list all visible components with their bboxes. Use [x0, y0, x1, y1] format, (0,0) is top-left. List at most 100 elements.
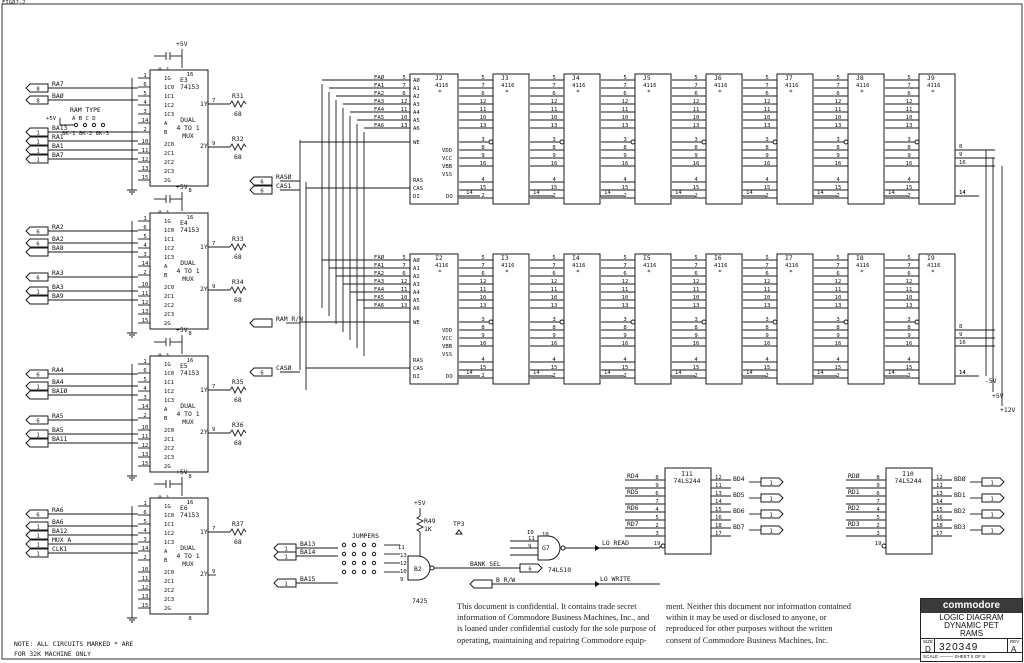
- pin-number: 11: [693, 107, 700, 113]
- pin-number: 12: [401, 99, 408, 105]
- pin-number: 7: [481, 83, 484, 89]
- pin-number: 3: [836, 137, 839, 143]
- pin-label: B: [164, 273, 168, 279]
- signal-name: BA4: [52, 378, 64, 386]
- pin-number: 7: [481, 263, 484, 269]
- pin-number: 13: [401, 303, 408, 309]
- pin-number: 3: [552, 137, 555, 143]
- signal-name: BA12: [52, 527, 68, 535]
- pin-number: 5: [907, 75, 910, 81]
- sheet-ref: 6: [36, 418, 39, 424]
- resistor-ref: R37: [232, 520, 244, 528]
- ram-body: [705, 253, 743, 385]
- pin-number: 8: [188, 331, 192, 337]
- pin-label: 2C0: [164, 570, 174, 576]
- pin-number: 7: [212, 98, 215, 104]
- pin-number: 5: [836, 255, 839, 261]
- output-port-: 6: [519, 563, 543, 573]
- pin-number: 13: [142, 594, 149, 600]
- pin-label: A5: [413, 298, 420, 304]
- pin-label: 2C0: [164, 142, 174, 148]
- data-in-label: RD7: [627, 520, 639, 528]
- sheet-connector: [981, 493, 1005, 503]
- chip-ref: I5: [643, 254, 651, 262]
- output-port-bd4: 1: [760, 477, 784, 487]
- sheet-connector: [981, 525, 1005, 535]
- sheet-connector: [25, 438, 49, 448]
- net-label: FA2: [374, 271, 384, 277]
- pin-number: 7: [836, 83, 839, 89]
- pin-number: 9: [481, 153, 484, 159]
- pin-number: 12: [622, 279, 629, 285]
- pin-label: 1C1: [164, 237, 174, 243]
- pin-number: 10: [142, 567, 149, 573]
- pin-number: 11: [142, 291, 149, 297]
- pin-number: 1: [143, 216, 146, 222]
- pin-number: 14: [959, 190, 966, 196]
- pin-label: 2G: [164, 464, 171, 470]
- pin-number: 12: [693, 279, 700, 285]
- pin-number: 9: [694, 153, 697, 159]
- pin-number: 12: [835, 99, 842, 105]
- pin-number: 13: [551, 123, 558, 129]
- inversion-bubble: [914, 139, 920, 145]
- pin-label: 1Y: [200, 100, 208, 108]
- pin-number: 15: [764, 185, 771, 191]
- pin-number: 5: [765, 255, 768, 261]
- chip-part: 4116: [435, 83, 448, 89]
- pin-number: 12: [401, 279, 408, 285]
- pin-number: 14: [888, 190, 895, 196]
- pin-number: 8: [836, 145, 840, 151]
- pin-number: 4: [907, 357, 911, 363]
- pin-label: A3: [413, 102, 420, 108]
- drawing-number: 320349: [939, 642, 979, 653]
- inversion-bubble: [772, 319, 778, 325]
- pin-number: 4: [765, 357, 769, 363]
- signal-name: BA13: [52, 124, 68, 132]
- pin-number: 11: [693, 287, 700, 293]
- signal-name: BA8: [52, 244, 64, 252]
- pin-label: VDD: [442, 328, 453, 334]
- pin-number: 7: [765, 263, 768, 269]
- pin-number: 5: [552, 75, 555, 81]
- pin-number: 6: [655, 491, 658, 497]
- data-in-label: RD4: [627, 472, 639, 480]
- pin-number: 8: [765, 145, 769, 151]
- signal-name: BA2: [52, 235, 64, 243]
- jumper-pin: [351, 542, 357, 548]
- pin-number: 6: [907, 271, 910, 277]
- pin-number: 12: [551, 99, 558, 105]
- pin-number: 4: [765, 177, 769, 183]
- chip-part: 4116: [927, 263, 940, 269]
- pin-number: 8: [836, 325, 840, 331]
- pin-number: 11: [764, 287, 771, 293]
- pin-number: 2: [655, 523, 658, 529]
- sheet-ref: 1: [990, 480, 993, 486]
- pin-number: 3: [143, 537, 146, 543]
- ground-symbol: [127, 475, 137, 481]
- 32k-marker: *: [718, 88, 722, 96]
- arrow: [595, 545, 600, 551]
- chip-part: 74153: [180, 83, 199, 91]
- pin-label: A2: [413, 94, 420, 100]
- pin-number: 4: [836, 177, 840, 183]
- pin-number: 14: [959, 190, 966, 196]
- data-out-label: BD5: [733, 491, 745, 499]
- signal-name: RA5: [52, 412, 64, 420]
- pin-label: 2C1: [164, 151, 174, 157]
- pin-number: 13: [906, 303, 913, 309]
- pin-number: 14: [142, 261, 149, 267]
- pin-number: 2: [907, 373, 910, 379]
- sheet-ref: 1: [36, 384, 39, 390]
- pin-number: 16: [715, 515, 722, 521]
- pin-number: 13: [480, 303, 487, 309]
- pin-number: 7: [212, 384, 215, 390]
- pin-number: 8: [876, 475, 880, 481]
- sheet-connector: [981, 509, 1005, 519]
- sheet-ref: 1: [769, 512, 772, 518]
- pin-number: 14: [466, 370, 473, 376]
